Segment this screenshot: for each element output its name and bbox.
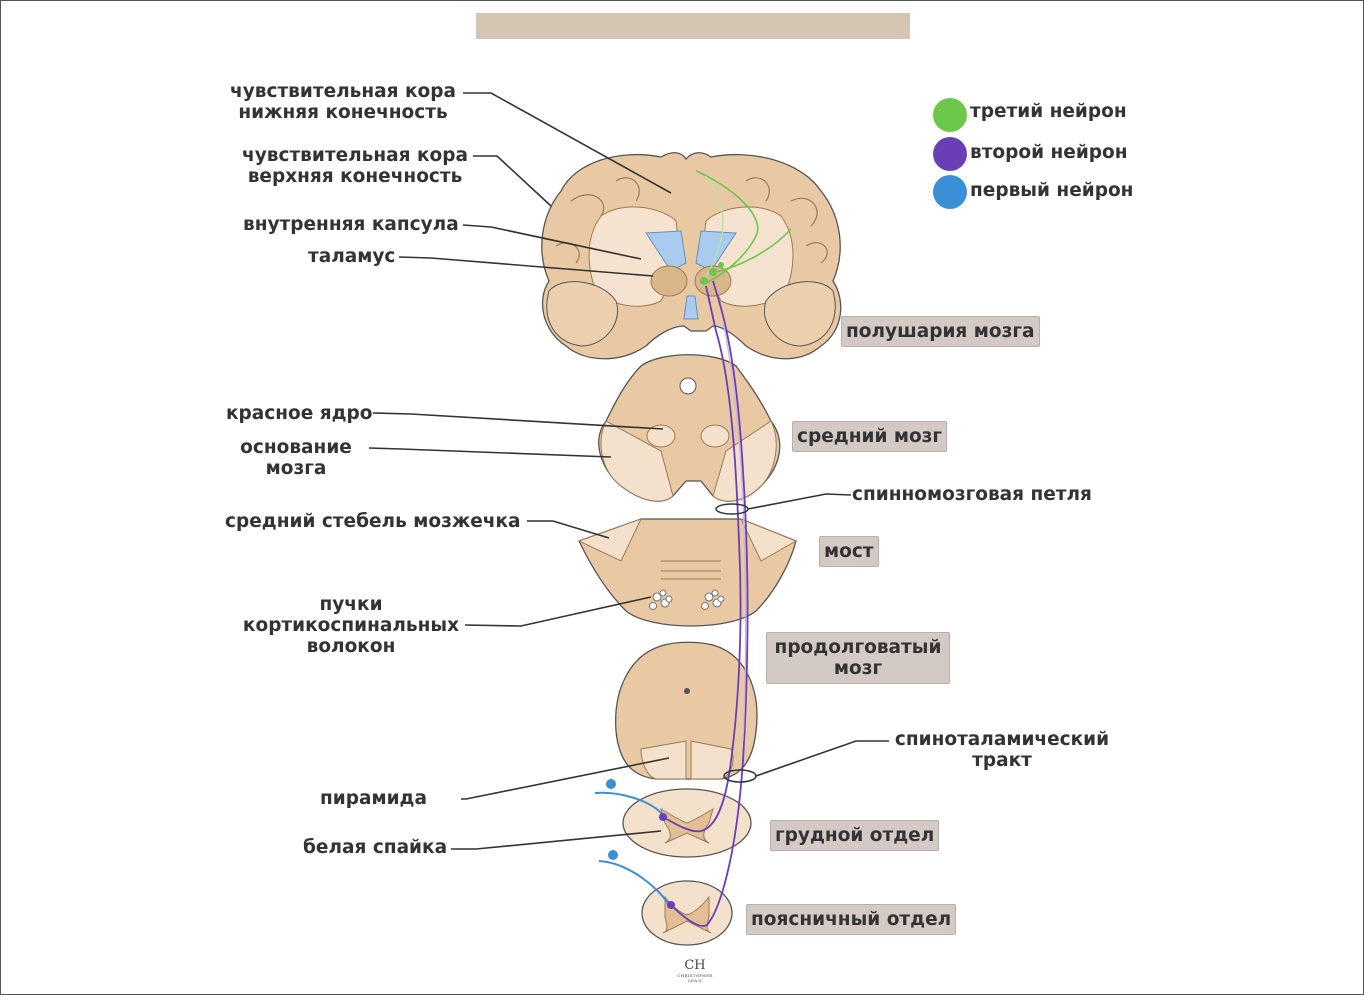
thoracic-grey-matter — [660, 807, 714, 844]
third-neuron-cell-1 — [709, 268, 717, 276]
lumbar-grey-matter — [662, 895, 712, 934]
third-neuron-cell-2 — [700, 277, 708, 285]
label-middle-cerebellar-peduncle: средний стебель мозжечка — [225, 511, 521, 532]
label-line: верхняя конечность — [247, 166, 463, 187]
pons-outline — [578, 518, 797, 627]
first-neurons — [594, 791, 670, 906]
legend-second-neuron-dot — [933, 137, 967, 171]
label-line: чувствительная кора — [242, 145, 468, 166]
legend-third-neuron-dot — [933, 98, 967, 132]
label-line: тракт — [972, 750, 1032, 771]
legend-first-neuron-dot — [933, 175, 967, 209]
lumbar-cord — [641, 880, 733, 946]
leader-lines — [368, 92, 889, 850]
label-line: спиноталамический — [894, 729, 1110, 750]
label-line: пучки — [319, 594, 383, 615]
label-spinothalamic-tract: спиноталамический тракт — [889, 729, 1115, 771]
second-neurons-faint — [722, 320, 747, 742]
label-white-commissure: белая спайка — [303, 837, 448, 858]
level-box-pons: мост — [819, 536, 879, 567]
label-line: волокон — [306, 636, 396, 657]
red-nucleus-shape — [646, 424, 676, 448]
thalamus-shape — [650, 265, 688, 297]
label-thalamus: таламус — [308, 246, 396, 267]
medulla — [615, 641, 758, 780]
logo-mark: CH — [684, 958, 706, 973]
white-matter — [588, 206, 794, 307]
corticospinal-bundles — [649, 589, 725, 610]
label-line: продолговатый — [774, 637, 942, 658]
label-line: нижняя конечность — [238, 102, 448, 123]
level-box-lumbar: поясничный отдел — [746, 904, 957, 935]
label-line: мозг — [833, 658, 883, 679]
cerebral-peduncles — [600, 420, 777, 502]
label-line: чувствительная кора — [230, 81, 456, 102]
medulla-outline — [615, 641, 758, 780]
label-cerebral-peduncle: основание мозга — [223, 437, 369, 479]
label-corticospinal-bundles: пучки кортикоспинальных волокон — [237, 594, 465, 657]
cerebral-hemispheres — [541, 152, 842, 360]
publisher-logo: CH CHRISTOPHER LEA'S — [671, 958, 719, 984]
third-neurons-faint — [700, 175, 724, 287]
label-spinal-lemniscus: спинномозговая петля — [852, 484, 1092, 505]
label-line: кортикоспинальных — [242, 615, 460, 636]
first-neuron-cell-thoracic — [606, 779, 616, 789]
first-neuron-cell-lumbar — [608, 850, 618, 860]
level-box-hemispheres: полушария мозга — [841, 316, 1040, 347]
level-box-thoracic: грудной отдел — [770, 820, 940, 851]
third-neurons — [695, 170, 792, 284]
title-bar — [476, 13, 910, 39]
pons — [577, 518, 798, 627]
label-internal-capsule: внутренняя капсула — [243, 214, 459, 235]
label-line: основание — [240, 437, 352, 458]
lumbar-outline — [641, 880, 733, 946]
logo-text: CHRISTOPHER LEA'S — [677, 973, 713, 983]
legend-third-neuron-label: третий нейрон — [970, 101, 1127, 122]
third-neuron-cell-3 — [718, 262, 724, 268]
level-box-midbrain: средний мозг — [792, 421, 948, 452]
third-ventricle — [683, 295, 699, 320]
midbrain — [598, 354, 781, 502]
second-neuron-cell-thoracic — [659, 813, 667, 821]
label-pyramid: пирамида — [320, 788, 427, 809]
label-line: мозга — [265, 458, 327, 479]
label-red-nucleus: красное ядро — [226, 403, 373, 424]
level-box-medulla: продолговатый мозг — [766, 632, 950, 684]
legend-second-neuron-label: второй нейрон — [970, 142, 1128, 163]
label-sensory-cortex-upper-limb: чувствительная кора верхняя конечность — [237, 145, 473, 187]
second-neurons — [662, 280, 749, 927]
thoracic-cord — [622, 788, 752, 858]
second-neuron-cell-lumbar — [667, 901, 675, 909]
label-sensory-cortex-lower-limb: чувствительная кора нижняя конечность — [223, 81, 463, 123]
legend-first-neuron-label: первый нейрон — [970, 180, 1134, 201]
